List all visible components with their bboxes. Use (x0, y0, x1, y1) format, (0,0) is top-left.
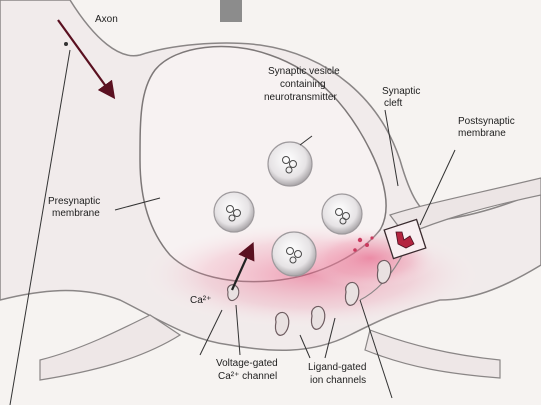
synaptic-glow (135, 220, 485, 330)
calcium-ion-label: Ca²⁺ (190, 295, 211, 306)
image-edge-bar (220, 0, 242, 22)
vesicle-bottom (272, 232, 316, 276)
presynaptic-membrane-label: Presynaptic membrane (48, 196, 103, 219)
axon-pointer-dot (64, 42, 68, 46)
vesicle-right (322, 194, 362, 234)
vesicle-top (268, 142, 312, 186)
axon-label: Axon (95, 14, 118, 25)
vesicle-left (214, 192, 254, 232)
